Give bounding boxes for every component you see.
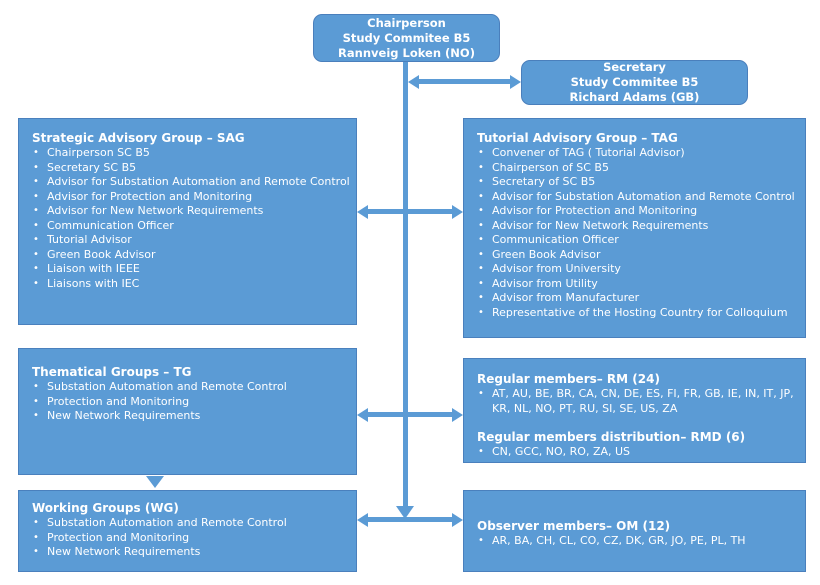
list-item: Secretary of SC B5 bbox=[464, 175, 805, 190]
sag-list: Chairperson SC B5 Secretary SC B5 Adviso… bbox=[19, 146, 356, 291]
rm-list: AT, AU, BE, BR, CA, CN, DE, ES, FI, FR, … bbox=[464, 387, 805, 416]
secretary-role: Secretary bbox=[603, 60, 666, 74]
list-item: New Network Requirements bbox=[19, 409, 356, 424]
list-item: Representative of the Hosting Country fo… bbox=[464, 306, 805, 321]
list-item: Green Book Advisor bbox=[464, 248, 805, 263]
list-item: Advisor from Manufacturer bbox=[464, 291, 805, 306]
chairperson-name: Rannveig Loken (NO) bbox=[338, 45, 475, 60]
wg-title: Working Groups (WG) bbox=[32, 501, 179, 515]
chairperson-role: Chairperson bbox=[367, 15, 446, 30]
chairperson-committee: Study Commitee B5 bbox=[342, 30, 471, 45]
sag-tag-arrow bbox=[357, 204, 463, 219]
secretary-box: Secretary Study Commitee B5 Richard Adam… bbox=[521, 60, 748, 105]
tag-box: Tutorial Advisory Group – TAG Convener o… bbox=[463, 118, 806, 338]
list-item: Advisor for Substation Automation and Re… bbox=[19, 175, 356, 190]
rm-title: Regular members– RM (24) bbox=[477, 372, 660, 386]
om-title: Observer members– OM (12) bbox=[477, 519, 671, 533]
list-item: Advisor for Protection and Monitoring bbox=[464, 204, 805, 219]
chairperson-secretary-arrow bbox=[408, 74, 521, 89]
secretary-name: Richard Adams (GB) bbox=[569, 90, 700, 104]
list-item: Substation Automation and Remote Control bbox=[19, 516, 356, 531]
wg-box: Working Groups (WG) Substation Automatio… bbox=[18, 490, 357, 572]
secretary-committee: Study Commitee B5 bbox=[570, 75, 699, 89]
rm-box: Regular members– RM (24) AT, AU, BE, BR,… bbox=[463, 358, 806, 463]
sag-box: Strategic Advisory Group – SAG Chairpers… bbox=[18, 118, 357, 325]
list-item: Communication Officer bbox=[19, 219, 356, 234]
tg-to-wg-arrowhead-icon bbox=[146, 476, 164, 488]
list-item: Liaisons with IEC bbox=[19, 277, 356, 292]
sag-title: Strategic Advisory Group – SAG bbox=[32, 131, 245, 145]
list-item: Green Book Advisor bbox=[19, 248, 356, 263]
list-item: Protection and Monitoring bbox=[19, 395, 356, 410]
tg-rm-arrow bbox=[357, 407, 463, 422]
list-item: Convener of TAG ( Tutorial Advisor) bbox=[464, 146, 805, 161]
om-list: AR, BA, CH, CL, CO, CZ, DK, GR, JO, PE, … bbox=[464, 534, 805, 549]
tg-list: Substation Automation and Remote Control… bbox=[19, 380, 356, 424]
list-item: Substation Automation and Remote Control bbox=[19, 380, 356, 395]
om-box: Observer members– OM (12) AR, BA, CH, CL… bbox=[463, 490, 806, 572]
chairperson-box: Chairperson Study Commitee B5 Rannveig L… bbox=[313, 14, 500, 62]
list-item: CN, GCC, NO, RO, ZA, US bbox=[464, 445, 805, 460]
list-item: Advisor for New Network Requirements bbox=[19, 204, 356, 219]
list-item: New Network Requirements bbox=[19, 545, 356, 560]
rmd-title: Regular members distribution– RMD (6) bbox=[477, 430, 746, 444]
list-item: Advisor for Protection and Monitoring bbox=[19, 190, 356, 205]
list-item: Chairperson SC B5 bbox=[19, 146, 356, 161]
list-item: AT, AU, BE, BR, CA, CN, DE, ES, FI, FR, … bbox=[464, 387, 805, 416]
list-item: Secretary SC B5 bbox=[19, 161, 356, 176]
list-item: Advisor for Substation Automation and Re… bbox=[464, 190, 805, 205]
list-item: Chairperson of SC B5 bbox=[464, 161, 805, 176]
list-item: AR, BA, CH, CL, CO, CZ, DK, GR, JO, PE, … bbox=[464, 534, 805, 549]
rmd-list: CN, GCC, NO, RO, ZA, US bbox=[464, 445, 805, 460]
list-item: Advisor from University bbox=[464, 262, 805, 277]
tag-title: Tutorial Advisory Group – TAG bbox=[477, 131, 678, 145]
wg-om-arrow bbox=[357, 512, 463, 527]
tg-box: Thematical Groups – TG Substation Automa… bbox=[18, 348, 357, 475]
list-item: Protection and Monitoring bbox=[19, 531, 356, 546]
vertical-connector-line bbox=[403, 62, 408, 508]
tag-list: Convener of TAG ( Tutorial Advisor) Chai… bbox=[464, 146, 805, 320]
list-item: Advisor for New Network Requirements bbox=[464, 219, 805, 234]
list-item: Tutorial Advisor bbox=[19, 233, 356, 248]
list-item: Communication Officer bbox=[464, 233, 805, 248]
tg-title: Thematical Groups – TG bbox=[32, 365, 192, 379]
list-item: Advisor from Utility bbox=[464, 277, 805, 292]
down-arrowhead-icon bbox=[396, 506, 414, 519]
wg-list: Substation Automation and Remote Control… bbox=[19, 516, 356, 560]
list-item: Liaison with IEEE bbox=[19, 262, 356, 277]
